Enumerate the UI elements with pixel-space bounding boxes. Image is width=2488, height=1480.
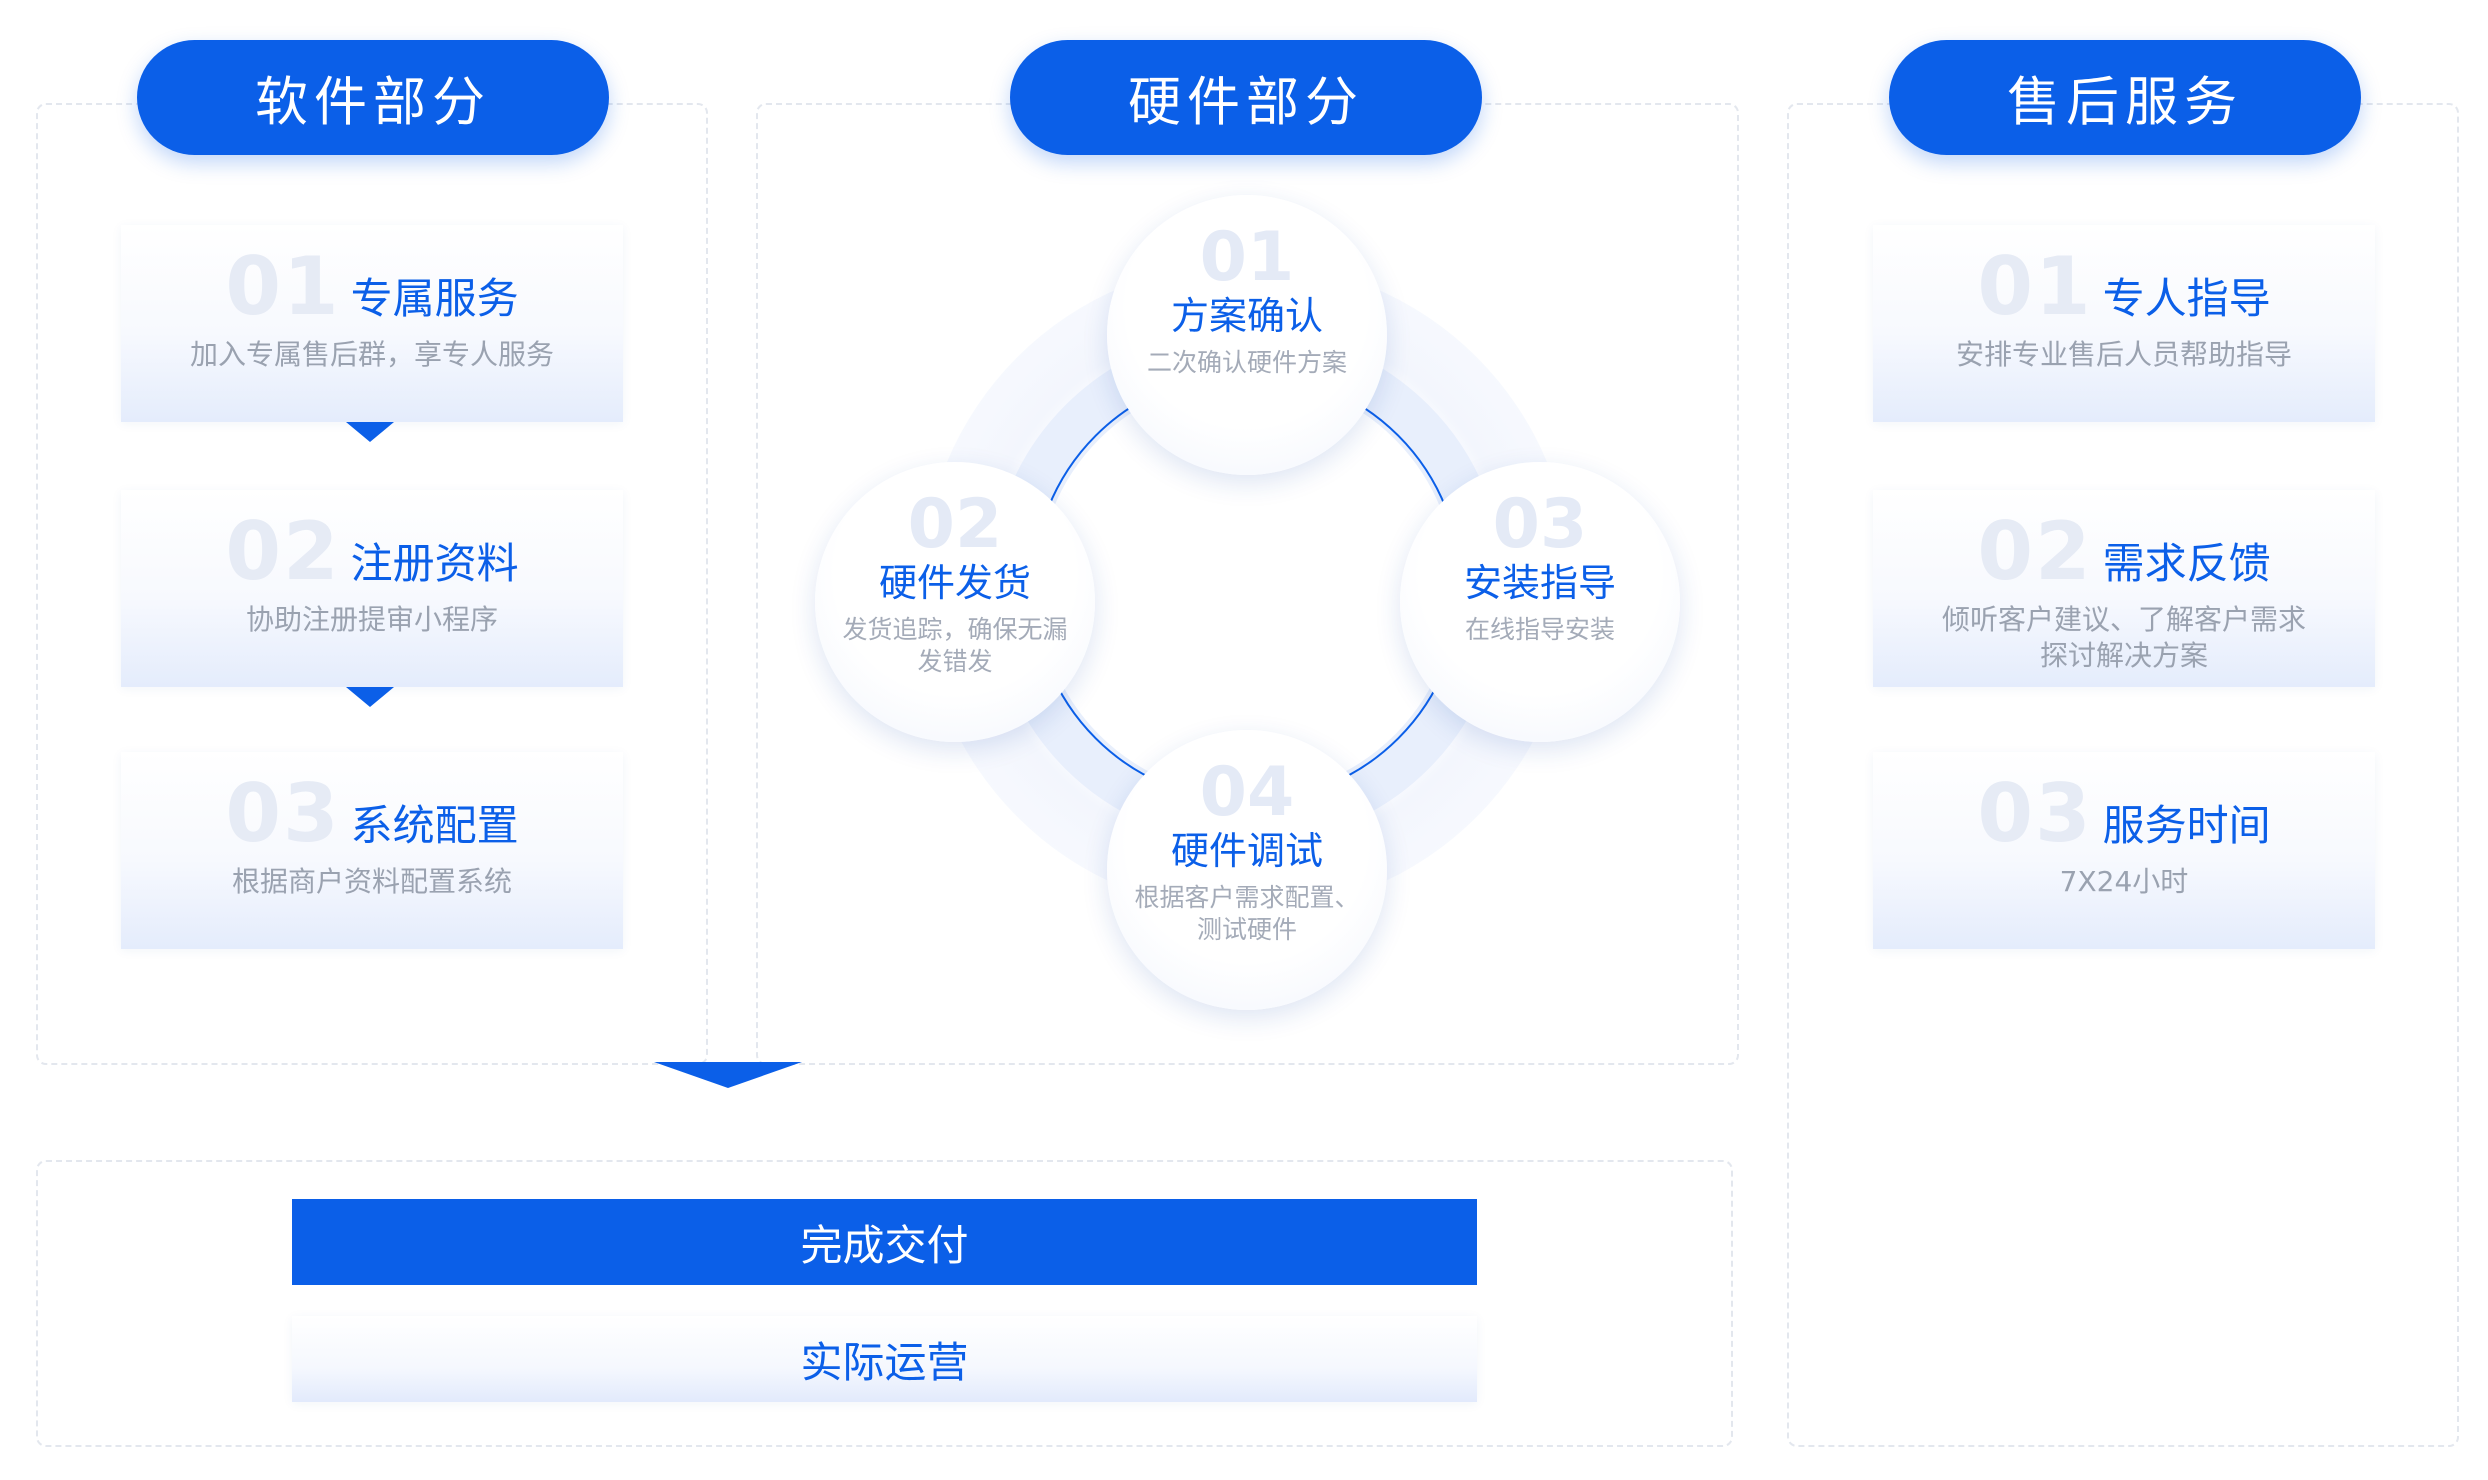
step-description: 7X24小时 — [2059, 865, 2189, 898]
step-title: 硬件调试 — [1170, 829, 1323, 873]
step-description: 二次确认硬件方案 — [1146, 348, 1347, 377]
aftersales-section-title: 售后服务 — [1889, 40, 2361, 155]
step-title: 注册资料 — [350, 539, 519, 588]
step-number: 03 — [225, 767, 341, 860]
step-title: 硬件发货 — [878, 561, 1031, 605]
step-number: 01 — [1199, 218, 1295, 297]
step-title: 服务时间 — [2102, 801, 2271, 850]
step-number: 01 — [225, 240, 341, 333]
step-title: 专属服务 — [350, 274, 519, 323]
step-description: 加入专属售后群，享专人服务 — [189, 338, 554, 371]
step-description: 发货追踪，确保无漏发错发 — [842, 615, 1068, 676]
software-section-title: 软件部分 — [137, 40, 609, 155]
step-title: 方案确认 — [1170, 294, 1323, 338]
aftersales-step-2: 02 需求反馈 倾听客户建议、了解客户需求探讨解决方案 — [1873, 490, 2375, 687]
down-arrow-icon — [654, 1062, 802, 1088]
step-number: 01 — [1977, 240, 2093, 333]
down-arrow-icon — [346, 687, 394, 707]
aftersales-step-3: 03 服务时间 7X24小时 — [1873, 752, 2375, 949]
step-description: 根据客户需求配置、测试硬件 — [1134, 883, 1360, 944]
software-step-1: 01 专属服务 加入专属售后群，享专人服务 — [121, 225, 623, 422]
step-number: 02 — [1977, 505, 2093, 598]
hardware-step-4: 04 硬件调试 根据客户需求配置、测试硬件 — [1107, 730, 1387, 1010]
step-number: 02 — [907, 485, 1003, 564]
step-description: 安排专业售后人员帮助指导 — [1955, 338, 2292, 371]
step-title: 需求反馈 — [2102, 539, 2271, 588]
step-number: 04 — [1199, 753, 1295, 832]
step-title: 专人指导 — [2102, 274, 2271, 323]
hardware-section-title: 硬件部分 — [1010, 40, 1482, 155]
aftersales-step-1: 01 专人指导 安排专业售后人员帮助指导 — [1873, 225, 2375, 422]
hardware-step-2: 02 硬件发货 发货追踪，确保无漏发错发 — [815, 462, 1095, 742]
hardware-step-3: 03 安装指导 在线指导安装 — [1400, 462, 1680, 742]
down-arrow-icon — [346, 422, 394, 442]
step-number: 03 — [1492, 485, 1588, 564]
step-title: 系统配置 — [350, 801, 519, 850]
software-step-2: 02 注册资料 协助注册提审小程序 — [121, 490, 623, 687]
step-description: 在线指导安装 — [1464, 615, 1615, 644]
step-description: 倾听客户建议、了解客户需求探讨解决方案 — [1941, 603, 2306, 672]
hardware-step-1: 01 方案确认 二次确认硬件方案 — [1107, 195, 1387, 475]
software-step-3: 03 系统配置 根据商户资料配置系统 — [121, 752, 623, 949]
step-number: 03 — [1977, 767, 2093, 860]
step-number: 02 — [225, 505, 341, 598]
step-title: 安装指导 — [1463, 561, 1616, 605]
step-description: 协助注册提审小程序 — [245, 603, 498, 636]
delivery-complete-bar: 完成交付 — [292, 1199, 1477, 1285]
step-description: 根据商户资料配置系统 — [231, 865, 512, 898]
operation-bar: 实际运营 — [292, 1316, 1477, 1402]
